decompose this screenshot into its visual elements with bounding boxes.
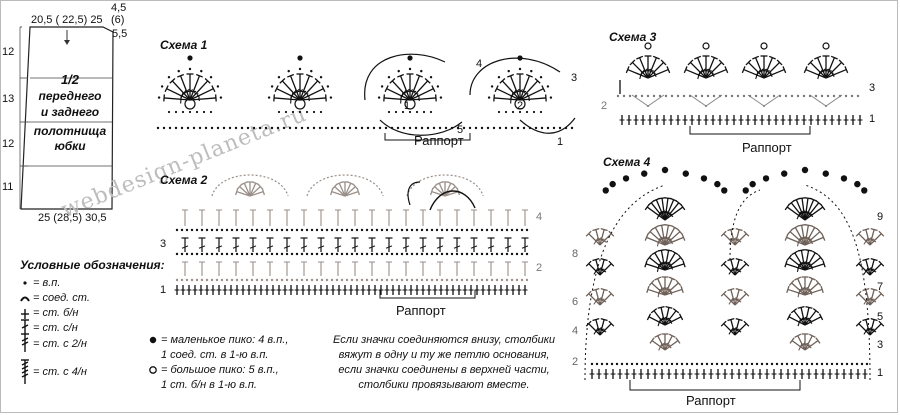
scheme1-label-3: 3 [571, 72, 578, 84]
scheme1-circle-2: 2 [517, 100, 524, 112]
scheme4-row-2: 2 [572, 356, 579, 368]
legend-slip-stitch-icon [20, 296, 30, 302]
scheme2-chart [174, 174, 529, 299]
scheme1-label-5: 5 [457, 124, 464, 136]
scheme4-row-4: 4 [572, 325, 579, 337]
scheme2-row-1: 1 [160, 284, 167, 296]
legend-quad-treble-icon [21, 359, 29, 384]
scheme2-title: Схема 2 [160, 173, 208, 187]
legend-title: Условные обозначения: [20, 258, 165, 272]
skirt-height-2: 13 [2, 93, 15, 105]
scheme1-label-1: 1 [557, 136, 564, 148]
legend-item-single-crochet: = ст. б/н [33, 307, 79, 319]
scheme1-circle-1: 1 [404, 100, 411, 112]
legend-single-crochet-icon [21, 309, 29, 319]
scheme3-row-3: 3 [869, 82, 876, 94]
scheme4-row-5: 5 [877, 311, 884, 323]
scheme1-label-4: 4 [476, 58, 483, 70]
skirt-bottom-width: 25 (28,5) 30,5 [38, 212, 107, 224]
legend-item-double-crochet: = ст. с/н [33, 322, 78, 334]
legend-treble-icon [21, 333, 29, 352]
skirt-top-right-b: (6) [111, 14, 125, 26]
scheme4-row-1: 1 [877, 367, 884, 379]
note-line3: если значки соединены в верхней части, [338, 364, 550, 376]
scheme4-row-6: 6 [572, 296, 579, 308]
small-picot-line1: = маленькое пико: 4 в.п., [161, 334, 289, 346]
scheme4-row-8: 8 [572, 248, 579, 260]
scheme4-title: Схема 4 [603, 155, 651, 169]
legend-item-quad-treble: = ст. с 4/н [33, 366, 87, 378]
scheme4-row-9: 9 [877, 211, 884, 223]
scheme1-title: Схема 1 [160, 38, 208, 52]
skirt-panel-label-3: и заднего [40, 105, 100, 119]
skirt-panel-label-1: 1/2 [60, 72, 80, 87]
large-picot-icon [149, 366, 157, 374]
scheme3-row-2: 2 [601, 100, 608, 112]
note-line1: Если значки соединяются внизу, столбики [332, 334, 556, 346]
skirt-panel-outline [20, 26, 114, 210]
note-line2: вяжут в одну и ту же петлю основания, [338, 349, 550, 361]
legend-item-chain: = в.п. [33, 277, 61, 289]
scheme3-repeat-label: Раппорт [742, 140, 792, 155]
legend-item-treble: = ст. с 2/н [33, 338, 87, 350]
scheme4-row-3: 3 [877, 339, 884, 351]
small-picot-line2: 1 соед. ст. в 1-ю в.п. [161, 349, 269, 361]
skirt-panel-label-5: юбки [54, 139, 86, 153]
scheme4-repeat-label: Раппорт [686, 393, 736, 408]
skirt-height-3: 12 [2, 138, 15, 150]
scheme2-row-2: 2 [536, 262, 543, 274]
scheme3-title: Схема 3 [609, 30, 657, 44]
skirt-panel-label-4: полотнища [33, 124, 107, 138]
skirt-top-right-a: 4,5 [111, 2, 127, 14]
legend-double-crochet-icon [21, 319, 29, 334]
scheme4-chart [584, 166, 885, 391]
scheme2-row-4: 4 [536, 211, 543, 223]
scheme4-row-7: 7 [877, 281, 884, 293]
small-picot-icon [149, 336, 157, 344]
scheme2-repeat-label: Раппорт [396, 303, 446, 318]
legend-item-slip-stitch: = соед. ст. [33, 292, 90, 304]
scheme3-row-1: 1 [869, 113, 876, 125]
skirt-height-1: 12 [2, 46, 15, 58]
scheme2-row-3: 3 [160, 238, 167, 250]
skirt-top-width: 20,5 ( 22,5) 25 [31, 14, 103, 26]
scheme1-chart [156, 53, 576, 141]
legend-chain-icon [23, 281, 27, 285]
skirt-top-right-c: 5,5 [112, 28, 128, 40]
note-line4: столбики провязывают вместе. [358, 379, 530, 391]
large-picot-line2: 1 ст. б/н в 1-ю в.п. [161, 379, 257, 391]
large-picot-line1: = большое пико: 5 в.п., [161, 364, 279, 376]
scheme1-repeat-label: Раппорт [414, 133, 464, 148]
skirt-panel-label-2: переднего [38, 89, 102, 103]
scheme3-chart [616, 42, 863, 135]
skirt-height-4: 11 [2, 181, 14, 193]
